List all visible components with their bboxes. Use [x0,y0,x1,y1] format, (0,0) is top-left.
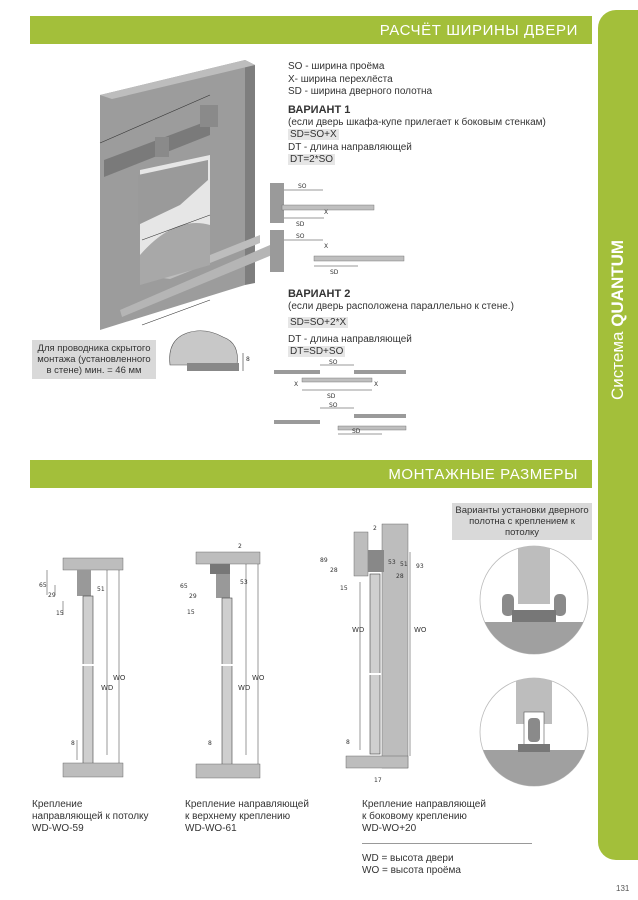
page-number: 131 [616,884,630,893]
mount-diagram-top-bracket: 2 65 29 15 53 WD WO 8 [180,543,265,779]
dim-label-x-3: X [294,381,298,388]
mount-diagram-ceiling: 65 29 15 51 WD WO 8 [39,557,126,778]
dim-label-x-4: X [374,381,378,388]
dim-label-x-2: X [324,243,328,250]
variant1-formula1: SD=SO+X [288,129,339,140]
legend-block: SO - ширина проёма X- ширина перехлёста … [288,61,432,99]
mount-diagram-side-bracket: 2 89 28 15 53 51 28 93 WD WO 8 17 [320,523,427,784]
variant2-formula3: DT=SD+SO [288,346,346,357]
definitions: WD = высота двери WO = высота проёма [362,853,461,877]
section-title-width: РАСЧЁТ ШИРИНЫ ДВЕРИ [379,22,578,39]
dim-15-c: 15 [340,585,348,592]
legend-so: SO - ширина проёма [288,61,385,72]
caption-side-line2: к боковому креплению [362,811,467,822]
variant1-block: ВАРИАНТ 1 (если дверь шкафа-купе прилега… [288,104,546,167]
dim-53-c: 53 [388,559,396,566]
definition-wd: WD = высота двери [362,853,454,864]
ceiling-detail-circle-1 [479,545,589,655]
dim-15-b: 15 [187,609,195,616]
dim-wo-b: WO [252,674,265,682]
dim-label-so-1: SO [298,183,307,190]
variant1-title: ВАРИАНТ 1 [288,104,351,116]
caption-ceiling-code: WD-WO-59 [32,823,84,834]
dim-label-so-2: SO [296,233,305,240]
dim-label-sd-1: SD [296,221,305,228]
caption-ceiling-line1: Крепление [32,799,83,810]
dim-29-a: 29 [48,592,56,599]
dim-label-8-detail: 8 [246,356,250,363]
side-tab-text: Система QUANTUM [604,180,634,400]
section-title-mounting: МОНТАЖНЫЕ РАЗМЕРЫ [388,466,578,483]
variant2-title: ВАРИАНТ 2 [288,288,351,300]
dim-51-a: 51 [97,586,105,593]
dim-51-c: 51 [400,561,408,568]
dim-wo-c: WO [414,626,427,634]
caption-side-code: WD-WO+20 [362,823,417,834]
variant2-block: ВАРИАНТ 2 (если дверь расположена паралл… [288,288,514,359]
caption-divider [362,843,532,844]
dim-17-c: 17 [374,777,382,784]
dim-label-sd-2: SD [330,269,339,276]
ceiling-detail-circle-2 [479,677,589,787]
hidden-track-note: Для проводника скрытого монтажа (установ… [32,340,156,379]
dim-wo-a: WO [113,674,126,682]
caption-top-line1: Крепление направляющей [185,799,309,810]
variant2-formula2: DT - длина направляющей [288,333,412,345]
dim-label-x-1: X [324,209,328,216]
dim-53-b: 53 [240,579,248,586]
dim-65-a: 65 [39,582,47,589]
dim-wd-b: WD [238,684,250,692]
hidden-track-detail: 8 [169,330,250,371]
variant1-formula3: DT=2*SO [288,154,336,165]
caption-ceiling-line2: направляющей к потолку [32,811,149,822]
caption-top-code: WD-WO-61 [185,823,237,834]
caption-side-line1: Крепление направляющей [362,799,486,810]
caption-top-line2: к верхнему креплению [185,811,291,822]
caption-top-bracket: Крепление направляющей к верхнему крепле… [185,799,309,835]
dim-label-so-3: SO [329,359,338,366]
caption-side-bracket: Крепление направляющей к боковому крепле… [362,799,486,835]
variant2-diagram: SO X X SD SO SD [274,359,407,435]
dim-label-sd-3: SD [327,393,336,400]
dim-label-so-4: SO [329,402,338,409]
section-banner-mounting: МОНТАЖНЫЕ РАЗМЕРЫ [30,460,592,488]
dim-wd-c: WD [352,626,364,634]
dim-2-c: 2 [373,525,377,532]
dim-label-sd-4: SD [352,428,361,435]
dim-8-c: 8 [346,739,350,746]
definition-wo: WO = высота проёма [362,865,461,876]
legend-x: X- ширина перехлёста [288,73,393,85]
door-illustration [99,60,272,330]
dim-8-b: 8 [208,740,212,747]
variant1-diagram: SO X SD SO X SD [270,183,405,276]
ceiling-variants-note: Варианты установки дверного полотна с кр… [452,503,592,540]
dim-28-c1: 28 [330,567,338,574]
variant2-desc: (если дверь расположена параллельно к ст… [288,300,514,312]
caption-ceiling: Крепление направляющей к потолку WD-WO-5… [32,799,149,835]
section-banner-width: РАСЧЁТ ШИРИНЫ ДВЕРИ [30,16,592,44]
variant2-formula1: SD=SO+2*X [288,317,349,328]
dim-2-b: 2 [238,543,242,550]
side-tab: Система QUANTUM [598,10,638,860]
dim-15-a: 15 [56,610,64,617]
legend-sd: SD - ширина дверного полотна [288,86,433,97]
side-tab-brand: QUANTUM [608,239,627,327]
dim-93-c: 93 [416,563,424,570]
side-tab-prefix: Система [608,326,627,400]
dim-28-c2: 28 [396,573,404,580]
dim-89-c: 89 [320,557,328,564]
variant1-formula2: DT - длина направляющей [288,141,412,153]
dim-wd-a: WD [101,684,113,692]
dim-29-b: 29 [189,593,197,600]
dim-8-a: 8 [71,740,75,747]
dim-65-b: 65 [180,583,188,590]
variant1-desc: (если дверь шкафа-купе прилегает к боков… [288,116,546,128]
